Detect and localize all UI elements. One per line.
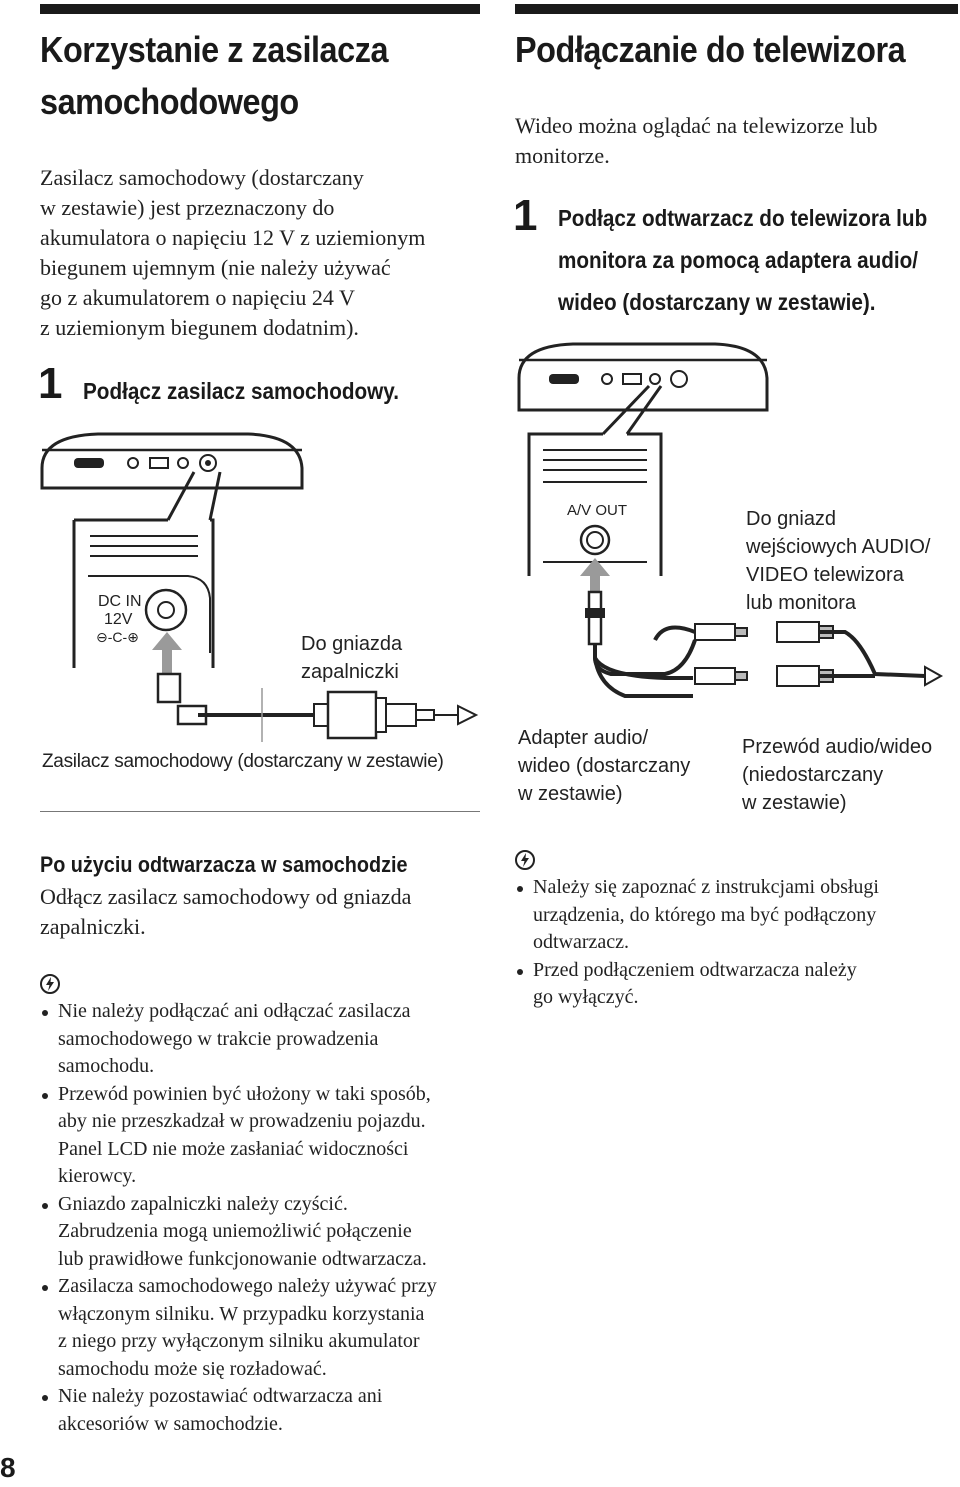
- list-item: Przewód powinien być ułożony w taki spos…: [40, 1081, 490, 1191]
- right-header-rule: [515, 4, 958, 14]
- after-use-heading: Po użyciu odtwarzacza w samochodzie: [40, 852, 408, 877]
- after-use-text: Odłącz zasilacz samochodowy od gniazda z…: [40, 884, 412, 939]
- list-item: Gniazdo zapalniczki należy czyścić.Zabru…: [40, 1191, 490, 1274]
- car-adapter-caption: Zasilacz samochodowy (dostarczany w zest…: [42, 751, 444, 772]
- left-title-line1: Korzystanie z zasilacza: [40, 29, 389, 70]
- left-notes-list: Nie należy podłączać ani odłączać zasila…: [40, 998, 490, 1438]
- right-step-text: Podłącz odtwarzacz do telewizora lub mon…: [558, 205, 928, 315]
- left-step-number: 1: [38, 359, 63, 408]
- list-item: Należy się zapoznać z instrukcjami obsłu…: [515, 874, 955, 957]
- caution-note-icon-right: [515, 850, 535, 870]
- adapter-label: Adapter audio/ wideo (dostarczany w zest…: [518, 727, 691, 805]
- left-divider: [40, 811, 480, 812]
- tv-input-label: Do gniazd wejściowych AUDIO/ VIDEO telew…: [746, 508, 931, 614]
- page-number: 8: [0, 1452, 16, 1483]
- svg-text:⊖-C-⊕: ⊖-C-⊕: [96, 629, 139, 645]
- list-item: Zasilacza samochodowego należy używać pr…: [40, 1273, 490, 1383]
- list-item: Nie należy podłączać ani odłączać zasila…: [40, 998, 490, 1081]
- right-step-number: 1: [513, 191, 538, 240]
- left-intro: Zasilacz samochodowy (dostarczany w zest…: [40, 165, 426, 340]
- av-cable-label: Przewód audio/wideo (niedostarczany w ze…: [742, 736, 933, 814]
- dc-in-label: DC IN: [98, 593, 142, 610]
- caution-note-icon: [40, 974, 60, 994]
- left-title-line2: samochodowego: [40, 81, 299, 122]
- av-out-label: A/V OUT: [567, 502, 627, 519]
- dc-voltage-label: 12V: [104, 611, 133, 628]
- right-notes-list: Należy się zapoznać z instrukcjami obsłu…: [515, 874, 955, 1012]
- left-step-text: Podłącz zasilacz samochodowy.: [83, 378, 399, 404]
- tv-connection-diagram: A/V OUT: [517, 342, 944, 698]
- right-intro: Wideo można oglądać na telewizorze lub m…: [515, 113, 878, 168]
- left-header-rule: [40, 4, 480, 14]
- socket-label-line1: Do gniazda: [301, 633, 403, 655]
- right-title: Podłączanie do telewizora: [515, 29, 906, 70]
- car-adapter-diagram: DC IN 12V ⊖-C-⊕: [40, 432, 479, 742]
- socket-label-line2: zapalniczki: [301, 661, 399, 683]
